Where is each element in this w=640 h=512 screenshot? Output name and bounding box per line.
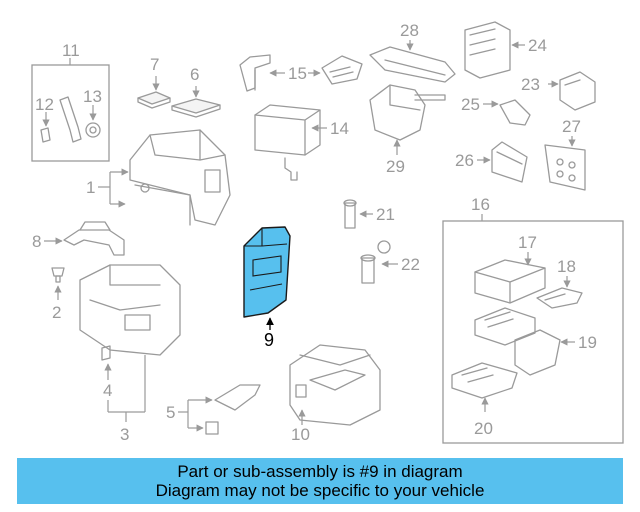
part-14-tray: 14: [254, 104, 349, 181]
callout-26: 26: [455, 151, 474, 170]
callout-14: 14: [330, 119, 349, 138]
group-16: 16 17 18 19 20: [442, 195, 624, 444]
callout-17: 17: [518, 233, 537, 252]
callout-2: 2: [52, 303, 61, 322]
part-2-pin: 2: [51, 267, 65, 322]
callout-3: 3: [120, 425, 129, 444]
parts-6-7: 7 6: [137, 55, 221, 118]
part-10-tray: 10: [289, 344, 381, 444]
callout-1: 1: [86, 178, 95, 197]
part-4-clip: [101, 345, 111, 361]
parts-28-29: 28 29: [369, 21, 456, 176]
part-9-highlighted: 9: [243, 226, 291, 350]
console-lower-housing: [79, 264, 181, 356]
group-11: 11 12 13: [31, 41, 110, 162]
callout-4: 4: [103, 381, 112, 400]
callout-9: 9: [264, 330, 274, 350]
part-15: 15: [239, 54, 363, 92]
callout-29: 29: [386, 157, 405, 176]
part-26: 26: [455, 141, 528, 183]
part-13-grommet: [85, 122, 101, 138]
callout-12: 12: [35, 95, 54, 114]
part-27: 27: [544, 117, 586, 191]
callout-28: 28: [400, 21, 419, 40]
part-1-console-rear: 1: [86, 129, 231, 226]
group-16-box: [442, 220, 624, 444]
part-25: 25: [461, 95, 531, 126]
callout-20: 20: [474, 419, 493, 438]
parts-21-22: 21 22: [343, 199, 420, 284]
part-8-bracket: 8: [32, 221, 125, 256]
callout-5: 5: [166, 403, 175, 422]
callout-16: 16: [471, 195, 490, 214]
part-12-strap: [59, 96, 82, 143]
callout-8: 8: [32, 232, 41, 251]
callout-10: 10: [291, 425, 310, 444]
callout-24: 24: [528, 36, 547, 55]
callout-27: 27: [562, 117, 581, 136]
callout-15: 15: [288, 64, 307, 83]
parts-3-4-5: 4 3 5: [101, 345, 261, 444]
part-9-shape: [243, 226, 291, 318]
part-12-clip: [40, 127, 51, 143]
part-24: 24: [464, 21, 547, 79]
banner-line-1: Part or sub-assembly is #9 in diagram: [177, 462, 463, 481]
callout-18: 18: [557, 257, 576, 276]
callout-23: 23: [521, 75, 540, 94]
banner-line-2: Diagram may not be specific to your vehi…: [155, 481, 485, 500]
callout-22: 22: [401, 255, 420, 274]
callout-21: 21: [376, 205, 395, 224]
part-23: 23: [521, 71, 596, 111]
info-banner: Part or sub-assembly is #9 in diagram Di…: [17, 458, 623, 504]
callout-19: 19: [578, 333, 597, 352]
callout-7: 7: [150, 55, 159, 74]
part-7-pad: [137, 91, 171, 105]
callout-11: 11: [62, 41, 80, 60]
callout-13: 13: [83, 87, 102, 106]
part-5-bracket: [214, 384, 261, 411]
callout-6: 6: [190, 65, 199, 84]
callout-25: 25: [461, 95, 480, 114]
